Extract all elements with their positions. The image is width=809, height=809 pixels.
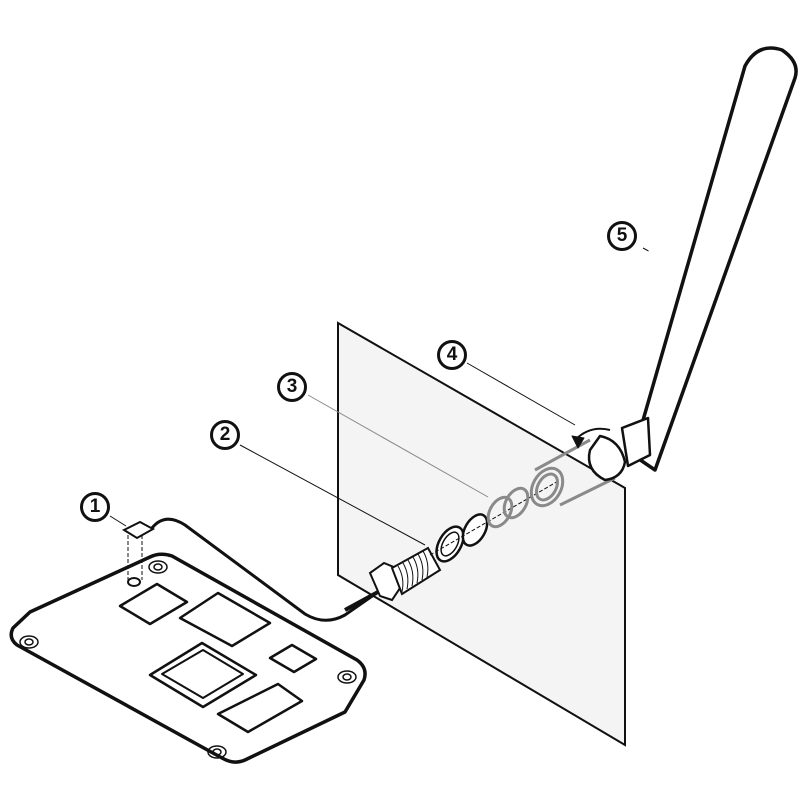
ghosted-hardware (486, 438, 616, 529)
antenna (571, 44, 798, 482)
pigtail-cable (150, 517, 379, 622)
callout-3: 3 (277, 372, 307, 402)
connector-pad-icon (127, 577, 141, 587)
mounting-hole-icon (19, 560, 357, 759)
chip-icon (118, 582, 318, 734)
circuit-board (9, 552, 367, 764)
thread-lines (397, 550, 429, 593)
sma-connector (344, 479, 561, 612)
antenna-base-barrel (529, 466, 565, 508)
o-ring (461, 513, 489, 547)
callout-4: 4 (437, 340, 467, 370)
rotate-arrow-icon (571, 435, 585, 449)
callout-1: 1 (80, 492, 110, 522)
nut (502, 486, 530, 520)
callout-2: 2 (210, 420, 240, 450)
ufl-connector (121, 520, 156, 580)
callout-5: 5 (607, 221, 637, 251)
